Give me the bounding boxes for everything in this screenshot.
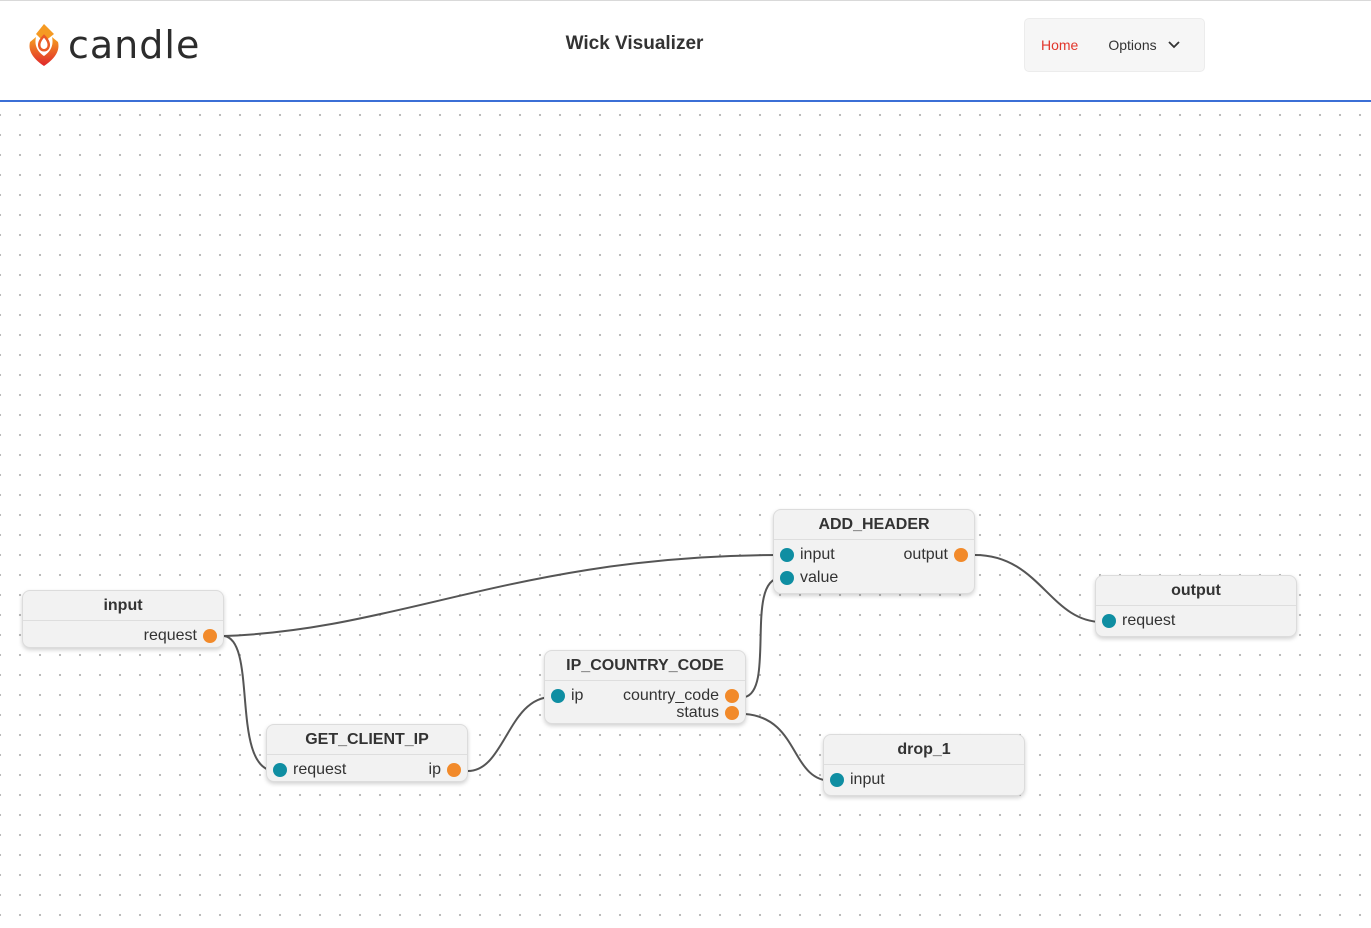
port-label: input <box>850 770 885 788</box>
output-port-dot[interactable] <box>954 547 968 562</box>
node-add-header[interactable]: ADD_HEADER input output value <box>773 509 975 594</box>
flame-icon <box>29 24 59 66</box>
port-row: input <box>824 768 1024 791</box>
input-port-dot[interactable] <box>780 547 794 562</box>
input-port-request[interactable]: request <box>1102 611 1175 630</box>
output-port-dot[interactable] <box>725 688 739 703</box>
port-label: request <box>143 626 197 644</box>
input-port-ip[interactable]: ip <box>551 686 583 705</box>
port-label: ip <box>571 686 584 704</box>
port-row: input output <box>774 543 974 566</box>
node-get-client-ip[interactable]: GET_CLIENT_IP request ip <box>266 724 468 782</box>
input-port-dot[interactable] <box>830 772 844 787</box>
input-port-dot[interactable] <box>273 762 287 777</box>
output-port-country-code[interactable]: country_code <box>623 686 739 705</box>
output-port-dot[interactable] <box>447 762 461 777</box>
node-title: GET_CLIENT_IP <box>267 725 467 755</box>
logo-text: candle <box>68 23 201 67</box>
port-label: request <box>293 760 347 778</box>
app-header: candle Wick Visualizer Home Options <box>0 0 1371 102</box>
node-title: input <box>23 591 223 621</box>
port-row: request ip <box>267 758 467 781</box>
node-drop-1[interactable]: drop_1 input <box>823 734 1025 796</box>
port-label: country_code <box>622 686 719 704</box>
port-row: ip country_code <box>545 684 745 704</box>
input-port-dot[interactable] <box>551 688 565 703</box>
input-port-dot[interactable] <box>780 570 794 585</box>
port-row: request <box>23 624 223 647</box>
node-input[interactable]: input request <box>22 590 224 648</box>
node-ip-country-code[interactable]: IP_COUNTRY_CODE ip country_code status <box>544 650 746 724</box>
port-row: value <box>774 566 974 589</box>
output-port-ip[interactable]: ip <box>429 760 461 779</box>
input-port-request[interactable]: request <box>273 760 346 779</box>
input-port-input[interactable]: input <box>830 770 885 789</box>
port-label: input <box>800 545 835 563</box>
flow-canvas[interactable] <box>0 102 1371 928</box>
output-port-request[interactable]: request <box>144 626 217 645</box>
top-nav: Home Options <box>1024 18 1205 72</box>
port-label: status <box>676 703 719 721</box>
output-port-dot[interactable] <box>725 705 739 720</box>
chevron-down-icon <box>1167 41 1180 49</box>
node-title: drop_1 <box>824 735 1024 765</box>
node-title: ADD_HEADER <box>774 510 974 540</box>
nav-home-link[interactable]: Home <box>1041 37 1079 53</box>
port-label: value <box>800 568 839 586</box>
page-title: Wick Visualizer <box>565 33 704 54</box>
port-row: request <box>1096 609 1296 632</box>
output-port-dot[interactable] <box>203 628 217 643</box>
nav-options-label: Options <box>1108 37 1157 53</box>
node-title: output <box>1096 576 1296 606</box>
port-label: request <box>1122 611 1176 629</box>
input-port-value[interactable]: value <box>780 568 838 587</box>
output-port-status[interactable]: status <box>676 703 739 722</box>
candle-logo[interactable]: candle <box>26 21 200 69</box>
input-port-input[interactable]: input <box>780 545 835 564</box>
port-label: ip <box>428 760 441 778</box>
port-label: output <box>903 545 948 563</box>
port-row: status <box>545 701 745 723</box>
input-port-dot[interactable] <box>1102 613 1116 628</box>
node-output[interactable]: output request <box>1095 575 1297 637</box>
node-title: IP_COUNTRY_CODE <box>545 651 745 681</box>
output-port-output[interactable]: output <box>904 545 968 564</box>
nav-options-dropdown[interactable]: Options <box>1108 37 1180 53</box>
